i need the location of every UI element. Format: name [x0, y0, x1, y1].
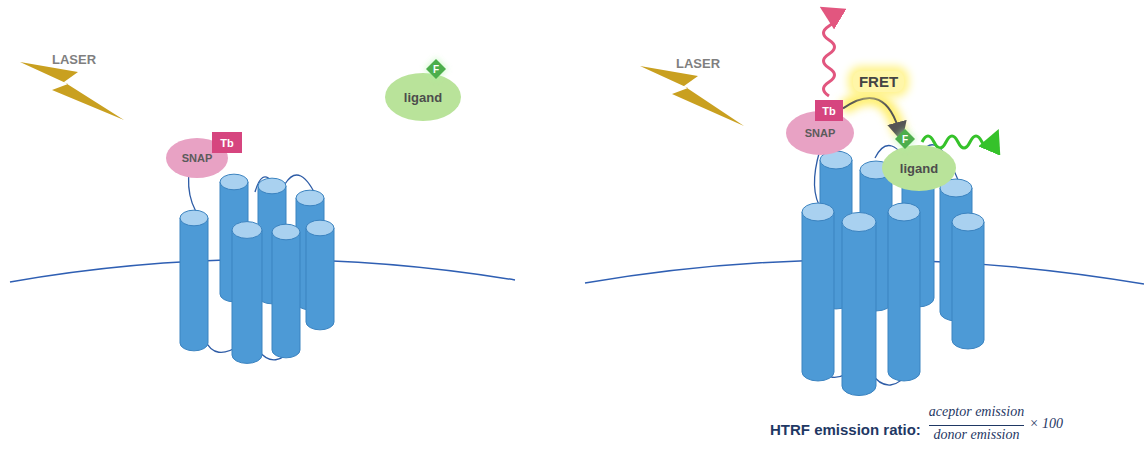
terbium-donor: Tb: [212, 132, 242, 153]
fraction-bar: [929, 425, 1024, 426]
formula-numerator: aceptor emission: [929, 404, 1024, 420]
fluorophore-acceptor: F: [426, 59, 446, 79]
node-text: Tb: [220, 137, 233, 149]
node-text: SNAP: [182, 152, 213, 164]
node-text: SNAP: [805, 127, 836, 139]
ligand: ligand: [882, 145, 956, 191]
formula-factor: × 100: [1029, 416, 1063, 432]
node-text: F: [433, 64, 439, 75]
node-text: Tb: [822, 105, 835, 117]
helix-cylinder: [180, 210, 208, 351]
node-text: F: [902, 134, 908, 145]
helix-cylinder: [802, 203, 834, 381]
helix-cylinder: [842, 212, 876, 395]
terbium-donor: Tb: [815, 100, 843, 121]
node-text: ligand: [404, 90, 442, 105]
helix-cylinder: [232, 222, 262, 364]
laser-bolt: [640, 66, 744, 126]
helix-cylinder: [888, 203, 920, 381]
formula-title: HTRF emission ratio:: [770, 421, 921, 438]
laser-label: LASER: [52, 52, 96, 67]
fluorophore-acceptor: F: [895, 129, 915, 149]
formula-denominator: donor emission: [934, 427, 1020, 443]
ligand: ligand: [385, 73, 461, 121]
helix-cylinder: [306, 220, 334, 330]
laser-bolt: [20, 62, 124, 120]
helix-cylinder: [952, 213, 984, 349]
node-text: ligand: [900, 161, 938, 176]
helix-cylinder: [272, 224, 300, 358]
laser-label: LASER: [676, 56, 720, 71]
edge-label: FRET: [853, 71, 904, 92]
donor-emission-wave: [824, 13, 835, 96]
